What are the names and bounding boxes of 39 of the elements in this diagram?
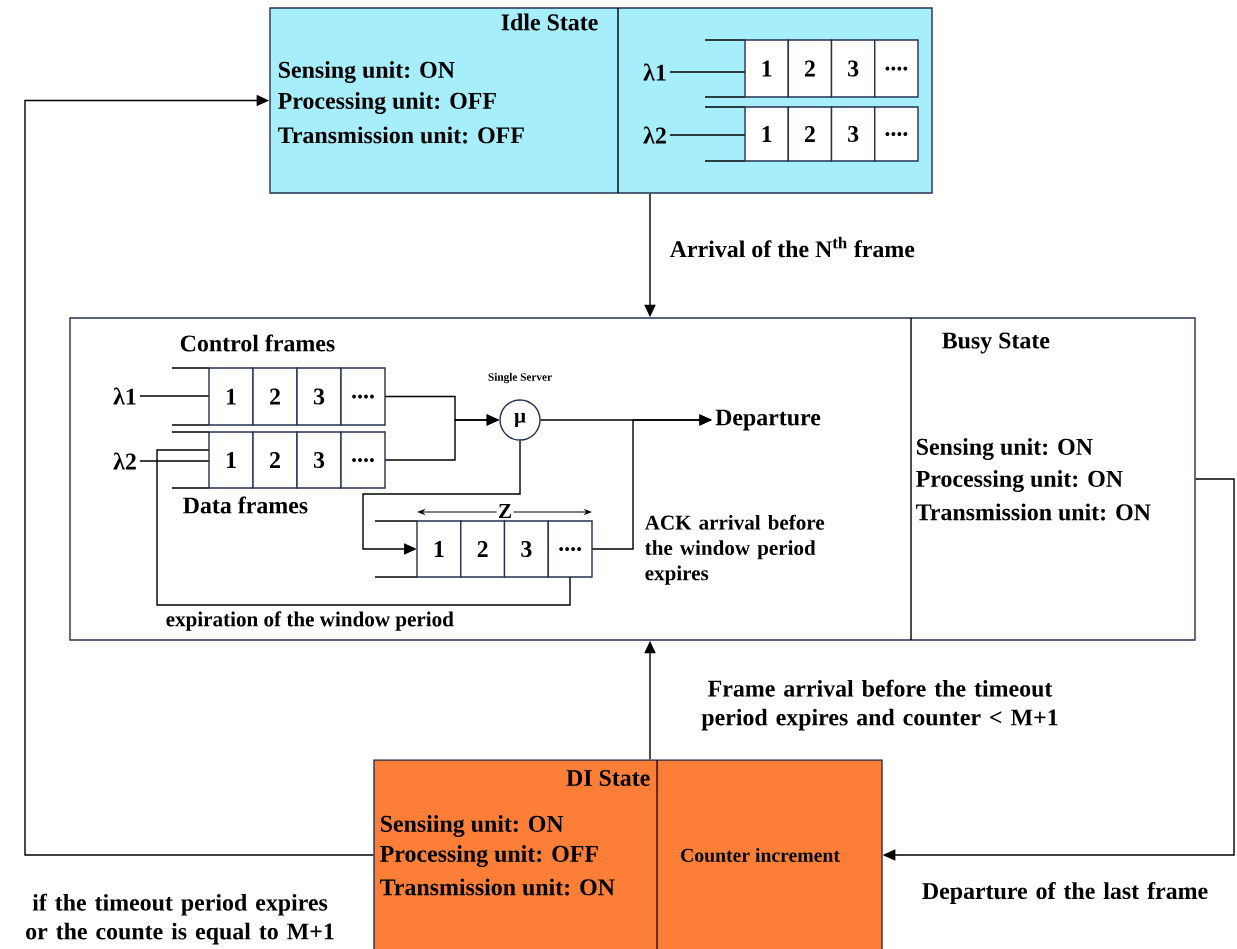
node-label: 2 xyxy=(270,388,280,405)
node-label: 3 xyxy=(521,540,532,558)
node-label: 2 xyxy=(804,126,815,142)
arrival-rate-label: λ1 xyxy=(643,63,666,81)
node-label: Data frames xyxy=(183,496,308,514)
edge-label: if the timeout period expires or the counte is equal to M+1 xyxy=(26,893,334,945)
queue-drawing: 1 2 3 .... xyxy=(704,39,919,98)
edge-label: Departure of the last frame xyxy=(922,882,1208,904)
node-label: .... xyxy=(885,132,908,136)
node-label: 3 xyxy=(313,451,325,469)
queue-drawing: 1 2 3 .... xyxy=(171,431,386,489)
departure-label: Departure xyxy=(715,409,821,431)
node-label: 1 xyxy=(226,388,236,405)
queue-drawing: 1 2 3 .... xyxy=(171,367,386,426)
edge-label: Frame arrival before the timeout period expires and counter < M+1 xyxy=(701,679,1058,731)
state-box: DI State Sensiing unit: ON Processing unit: OFF Transmission unit: ON Counter increment xyxy=(373,759,883,949)
node-label: 2 xyxy=(804,60,815,77)
arrow xyxy=(24,94,374,856)
node-label: .... xyxy=(352,458,374,462)
edge-label: expiration of the window period xyxy=(166,611,454,631)
node-label: Single Server xyxy=(488,372,552,384)
node-label: .... xyxy=(352,394,374,399)
node-label: 2 xyxy=(477,541,488,557)
node-label: .... xyxy=(559,547,582,551)
edge-label: ACK arrival before the window period expires xyxy=(644,514,825,585)
node-label: 2 xyxy=(270,452,280,468)
queue-drawing: 1 2 3 .... xyxy=(704,106,919,162)
node-label: 3 xyxy=(848,60,859,77)
node-label: .... xyxy=(885,66,908,71)
arrival-rate-label: λ2 xyxy=(113,452,136,470)
node-label: 1 xyxy=(226,452,236,468)
node-label: Control frames xyxy=(180,334,335,352)
edge-label: Arrival of the N$^{th}$ frame xyxy=(669,236,915,258)
arrival-rate-label: λ1 xyxy=(113,387,136,405)
node-label: 3 xyxy=(313,388,325,405)
queue-drawing: 1 2 3 .... xyxy=(374,520,593,578)
arrow xyxy=(362,440,521,555)
node-label: 3 xyxy=(848,125,859,143)
arrival-rate-label: λ2 xyxy=(643,126,666,144)
